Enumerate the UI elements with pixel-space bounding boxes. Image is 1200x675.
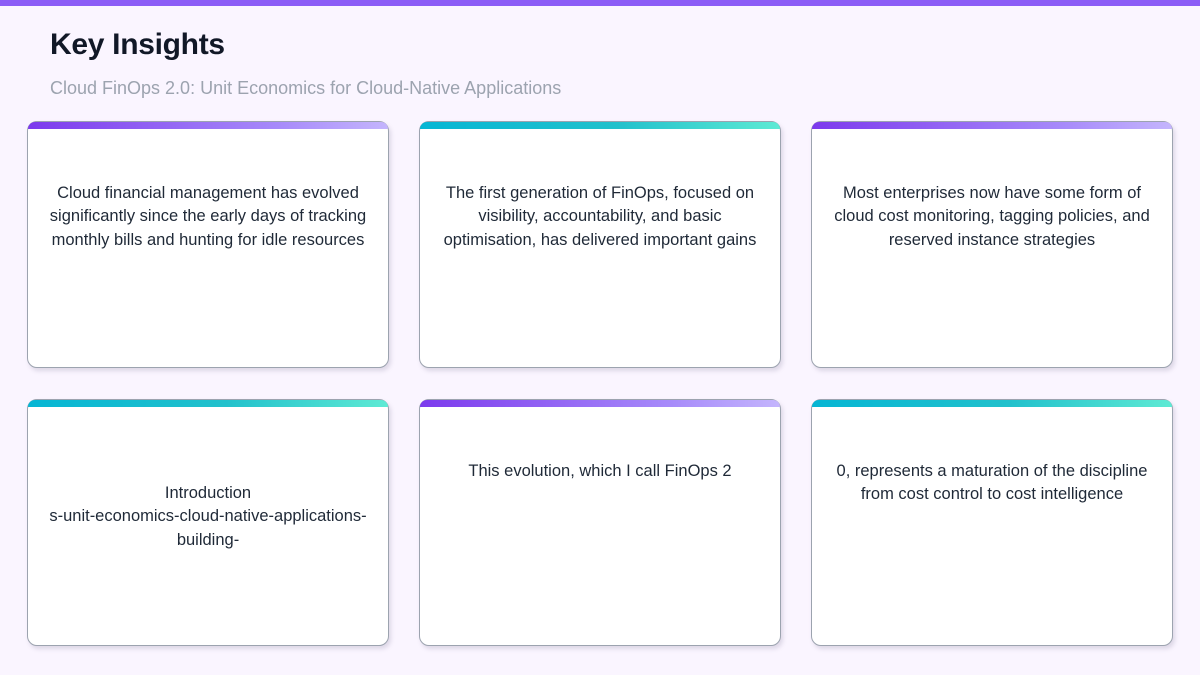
card-accent-bar	[28, 122, 388, 129]
insight-card-6[interactable]: 0, represents a maturation of the discip…	[811, 399, 1173, 646]
page-header: Key Insights Cloud FinOps 2.0: Unit Econ…	[0, 6, 1200, 100]
insight-card-4[interactable]: Introduction s-unit-economics-cloud-nati…	[27, 399, 389, 646]
insight-text: This evolution, which I call FinOps 2	[468, 462, 732, 480]
insight-text: Cloud financial management has evolved s…	[49, 184, 367, 249]
card-body: Introduction s-unit-economics-cloud-nati…	[28, 407, 388, 645]
insight-card-3[interactable]: Most enterprises now have some form of c…	[811, 121, 1173, 368]
page-title: Key Insights	[50, 28, 225, 61]
card-body: Most enterprises now have some form of c…	[812, 129, 1172, 367]
card-accent-bar	[812, 400, 1172, 407]
page-subtitle: Cloud FinOps 2.0: Unit Economics for Clo…	[50, 78, 562, 98]
insight-text: 0, represents a maturation of the discip…	[836, 462, 1148, 504]
insight-text-slug-overflow: s-unit-economics-cloud-native-applicatio…	[49, 507, 367, 549]
card-accent-bar	[420, 400, 780, 407]
insight-card-1[interactable]: Cloud financial management has evolved s…	[27, 121, 389, 368]
card-accent-bar	[420, 122, 780, 129]
insight-text: Introduction s-unit-economics-cloud-nati…	[46, 482, 370, 552]
card-body: The first generation of FinOps, focused …	[420, 129, 780, 367]
card-body: 0, represents a maturation of the discip…	[812, 407, 1172, 645]
card-body: Cloud financial management has evolved s…	[28, 129, 388, 367]
top-accent-bar	[0, 0, 1200, 6]
card-accent-bar	[28, 400, 388, 407]
insight-card-grid: Cloud financial management has evolved s…	[27, 121, 1173, 646]
insight-card-5[interactable]: This evolution, which I call FinOps 2	[419, 399, 781, 646]
insight-text-title: Introduction	[164, 484, 252, 502]
insight-text: Most enterprises now have some form of c…	[834, 184, 1150, 249]
insight-card-2[interactable]: The first generation of FinOps, focused …	[419, 121, 781, 368]
card-body: This evolution, which I call FinOps 2	[420, 407, 780, 645]
card-accent-bar	[812, 122, 1172, 129]
insight-text: The first generation of FinOps, focused …	[443, 184, 757, 249]
